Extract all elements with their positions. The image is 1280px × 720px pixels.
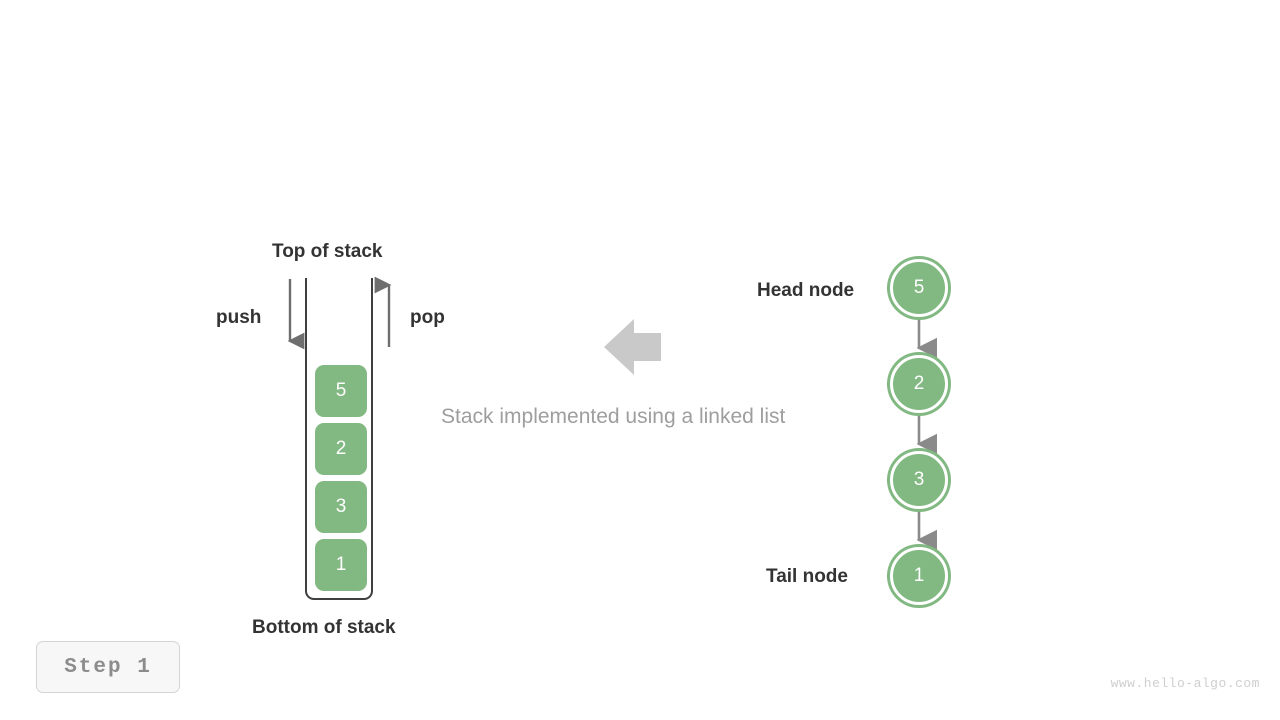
top-of-stack-label: Top of stack bbox=[272, 241, 383, 262]
watermark: www.hello-algo.com bbox=[1110, 676, 1260, 691]
pop-label: pop bbox=[410, 307, 445, 328]
linked-list-node: 3 bbox=[890, 451, 948, 509]
linked-list-node: 2 bbox=[890, 355, 948, 413]
diagram-caption: Stack implemented using a linked list bbox=[441, 405, 786, 428]
push-label: push bbox=[216, 307, 262, 328]
head-node-label: Head node bbox=[757, 280, 855, 301]
stack-block: 1 bbox=[315, 539, 367, 591]
tail-node-label: Tail node bbox=[766, 566, 848, 587]
stack-container: 5 2 3 1 bbox=[305, 278, 373, 600]
arrow-left-icon bbox=[604, 319, 661, 375]
step-badge: Step 1 bbox=[36, 641, 180, 693]
stack-block-list: 5 2 3 1 bbox=[307, 365, 375, 591]
stack-block: 3 bbox=[315, 481, 367, 533]
linked-list-node: 5 bbox=[890, 259, 948, 317]
linked-list-node: 1 bbox=[890, 547, 948, 605]
stack-block: 5 bbox=[315, 365, 367, 417]
bottom-of-stack-label: Bottom of stack bbox=[252, 617, 396, 638]
stack-block: 2 bbox=[315, 423, 367, 475]
